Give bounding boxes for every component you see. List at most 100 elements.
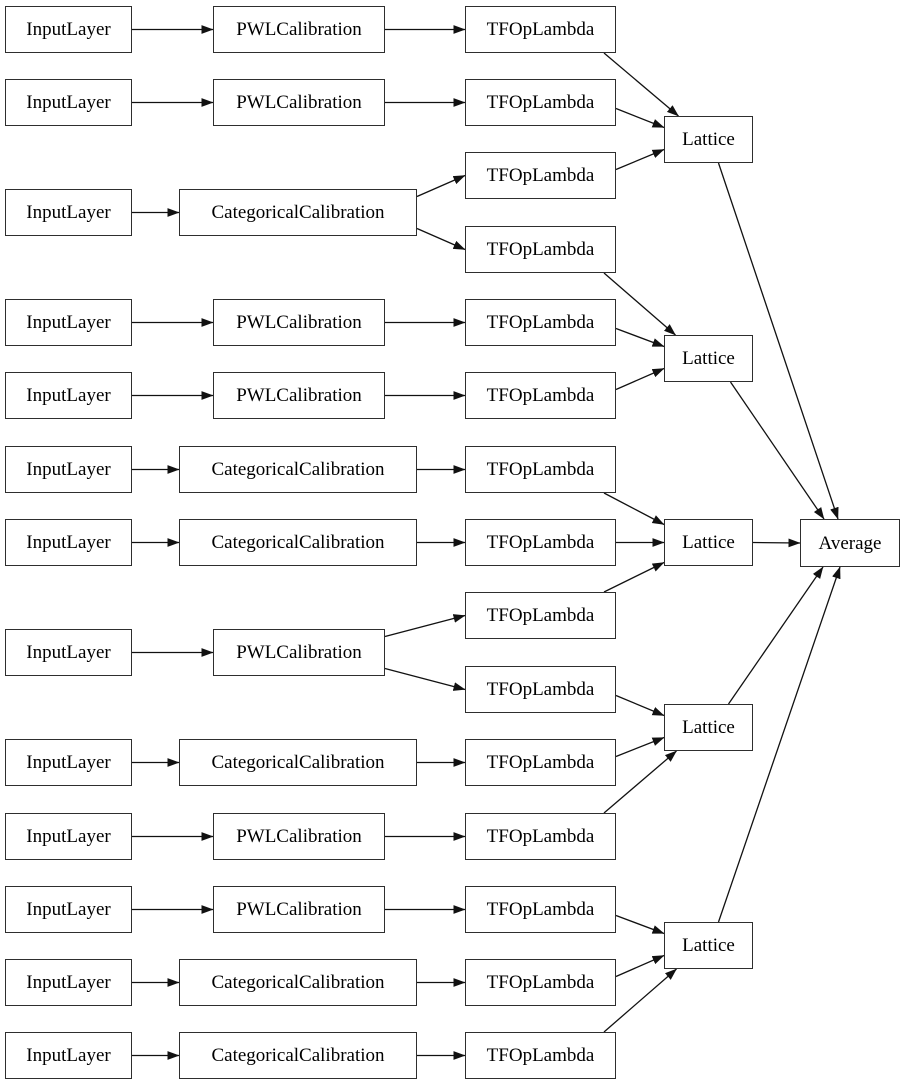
node-label: TFOpLambda	[486, 385, 595, 406]
edge-t15-to-l5	[603, 968, 677, 1033]
node-label: InputLayer	[26, 19, 111, 40]
edge-t9-to-l3	[603, 561, 665, 593]
node-i10-inputlayer: InputLayer	[5, 813, 132, 860]
node-label: PWLCalibration	[236, 642, 362, 663]
node-label: InputLayer	[26, 752, 111, 773]
node-label: Lattice	[682, 532, 735, 553]
node-t3-tfoplambda: TFOpLambda	[465, 152, 616, 199]
node-label: TFOpLambda	[486, 679, 595, 700]
node-label: InputLayer	[26, 899, 111, 920]
node-i1-inputlayer: InputLayer	[5, 6, 132, 53]
edge-t12-to-l4	[603, 750, 677, 814]
node-t15-tfoplambda: TFOpLambda	[465, 1032, 616, 1079]
node-label: TFOpLambda	[486, 239, 595, 260]
node-l5-lattice: Lattice	[664, 922, 753, 969]
edge-t1-to-l1	[603, 52, 679, 117]
node-label: InputLayer	[26, 532, 111, 553]
node-avg-average: Average	[800, 519, 900, 567]
node-i7-inputlayer: InputLayer	[5, 519, 132, 566]
node-i12-inputlayer: InputLayer	[5, 959, 132, 1006]
node-t10-tfoplambda: TFOpLambda	[465, 666, 616, 713]
edge-l3-to-avg	[752, 538, 801, 548]
edge-t14-to-l5	[615, 954, 665, 978]
node-label: InputLayer	[26, 202, 111, 223]
node-label: TFOpLambda	[486, 19, 595, 40]
node-label: PWLCalibration	[236, 899, 362, 920]
node-label: PWLCalibration	[236, 92, 362, 113]
node-label: PWLCalibration	[236, 312, 362, 333]
node-label: CategoricalCalibration	[211, 752, 385, 773]
node-l4-lattice: Lattice	[664, 704, 753, 751]
node-label: TFOpLambda	[486, 165, 595, 186]
edge-c3-to-t4	[416, 227, 466, 251]
node-label: TFOpLambda	[486, 826, 595, 847]
node-label: InputLayer	[26, 826, 111, 847]
node-label: TFOpLambda	[486, 899, 595, 920]
node-label: InputLayer	[26, 312, 111, 333]
edge-t10-to-l4	[615, 694, 665, 717]
node-label: Lattice	[682, 935, 735, 956]
node-l3-lattice: Lattice	[664, 519, 753, 566]
node-p10-pwlcalibration: PWLCalibration	[213, 813, 385, 860]
edge-t2-to-l1	[615, 107, 665, 129]
node-label: TFOpLambda	[486, 1045, 595, 1066]
edge-p8-to-t10	[384, 667, 466, 691]
node-i5-inputlayer: InputLayer	[5, 372, 132, 419]
node-label: TFOpLambda	[486, 972, 595, 993]
node-i8-inputlayer: InputLayer	[5, 629, 132, 676]
node-t1-tfoplambda: TFOpLambda	[465, 6, 616, 53]
node-label: Lattice	[682, 129, 735, 150]
node-p2-pwlcalibration: PWLCalibration	[213, 79, 385, 126]
node-t11-tfoplambda: TFOpLambda	[465, 739, 616, 786]
node-t4-tfoplambda: TFOpLambda	[465, 226, 616, 273]
node-i3-inputlayer: InputLayer	[5, 189, 132, 236]
node-t8-tfoplambda: TFOpLambda	[465, 519, 616, 566]
node-i9-inputlayer: InputLayer	[5, 739, 132, 786]
edge-t3-to-l1	[615, 148, 665, 171]
node-label: InputLayer	[26, 385, 111, 406]
node-label: CategoricalCalibration	[211, 202, 385, 223]
edge-t5-to-l2	[615, 327, 665, 348]
edge-l1-to-avg	[717, 162, 839, 520]
node-label: Lattice	[682, 348, 735, 369]
node-label: InputLayer	[26, 972, 111, 993]
node-i2-inputlayer: InputLayer	[5, 79, 132, 126]
node-t13-tfoplambda: TFOpLambda	[465, 886, 616, 933]
node-c12-categoricalcalibration: CategoricalCalibration	[179, 959, 417, 1006]
node-p1-pwlcalibration: PWLCalibration	[213, 6, 385, 53]
node-label: TFOpLambda	[486, 459, 595, 480]
node-i13-inputlayer: InputLayer	[5, 1032, 132, 1079]
edge-t4-to-l2	[603, 272, 676, 336]
edge-t13-to-l5	[615, 914, 665, 935]
edge-l5-to-avg	[717, 566, 841, 923]
edge-t7-to-l3	[603, 492, 665, 526]
node-c6-categoricalcalibration: CategoricalCalibration	[179, 446, 417, 493]
node-t6-tfoplambda: TFOpLambda	[465, 372, 616, 419]
node-label: InputLayer	[26, 642, 111, 663]
node-label: InputLayer	[26, 459, 111, 480]
edge-t6-to-l2	[615, 367, 665, 391]
node-l1-lattice: Lattice	[664, 116, 753, 163]
node-t7-tfoplambda: TFOpLambda	[465, 446, 616, 493]
node-p5-pwlcalibration: PWLCalibration	[213, 372, 385, 419]
edges-group	[132, 25, 841, 1060]
node-label: PWLCalibration	[236, 385, 362, 406]
node-label: TFOpLambda	[486, 532, 595, 553]
node-p4-pwlcalibration: PWLCalibration	[213, 299, 385, 346]
node-i11-inputlayer: InputLayer	[5, 886, 132, 933]
node-label: CategoricalCalibration	[211, 459, 385, 480]
node-t5-tfoplambda: TFOpLambda	[465, 299, 616, 346]
node-c3-categoricalcalibration: CategoricalCalibration	[179, 189, 417, 236]
edge-t11-to-l4	[615, 736, 665, 758]
edge-l4-to-avg	[727, 566, 824, 705]
node-i6-inputlayer: InputLayer	[5, 446, 132, 493]
node-label: TFOpLambda	[486, 312, 595, 333]
node-label: Lattice	[682, 717, 735, 738]
node-label: TFOpLambda	[486, 605, 595, 626]
node-i4-inputlayer: InputLayer	[5, 299, 132, 346]
node-l2-lattice: Lattice	[664, 335, 753, 382]
node-label: TFOpLambda	[486, 752, 595, 773]
node-label: TFOpLambda	[486, 92, 595, 113]
